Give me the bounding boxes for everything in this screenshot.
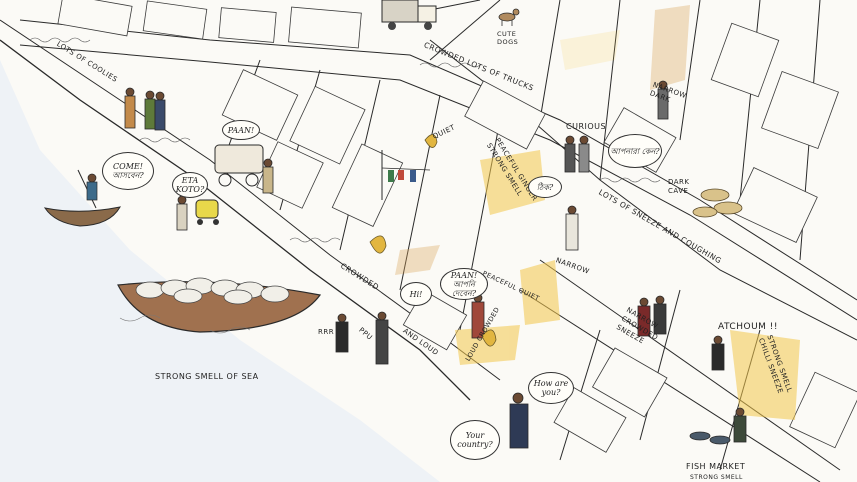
label-atchoum: ATCHOUM !!	[718, 322, 778, 332]
dog-icon	[498, 8, 520, 26]
leaf-icon	[369, 235, 387, 254]
speech-your-country: Your country?	[450, 420, 500, 460]
speech-how-are-you: How are you?	[528, 372, 574, 404]
river-water	[0, 60, 440, 482]
person-icon	[154, 91, 166, 131]
person-icon	[176, 195, 188, 231]
person-icon	[335, 313, 349, 353]
cargo-boat-icon	[117, 277, 322, 334]
laundry-icon	[381, 150, 431, 200]
person-icon	[124, 87, 136, 129]
person-icon	[144, 90, 156, 130]
label-strong-smell-of-sea: STRONG SMELL OF SEA	[155, 372, 259, 381]
building-blocks	[57, 0, 857, 453]
fish-market-icon	[689, 431, 731, 445]
person-icon	[565, 205, 579, 251]
person-icon	[733, 407, 747, 443]
cart-icon	[214, 144, 264, 187]
speech-hi: Hi!	[400, 282, 432, 306]
label-rrr: RRR	[318, 328, 335, 336]
person-icon	[375, 311, 389, 365]
rickshaw-icon	[195, 199, 219, 225]
person-icon	[578, 135, 590, 173]
speech-paan-2: PAAN! আপনি দেবেন?	[440, 268, 488, 300]
leaf-icon	[424, 134, 438, 148]
leaf-icon	[481, 329, 497, 347]
person-icon	[657, 80, 669, 120]
person-icon	[653, 295, 667, 335]
person-icon	[711, 335, 725, 371]
shoreline	[0, 39, 471, 401]
label-fish-market-sub: STRONG SMELL	[690, 474, 743, 481]
speech-bengali-short: ঠিক?	[528, 176, 562, 198]
person-icon	[637, 297, 651, 337]
speech-paan-1: PAAN!	[222, 120, 260, 140]
speech-bengali-curious: আপনারা কেন?	[608, 134, 662, 168]
cobblestone-edge	[29, 37, 661, 243]
label-cute-dogs: CUTE DOGS	[497, 30, 519, 46]
person-icon	[262, 158, 274, 194]
small-boat-icon	[43, 169, 121, 227]
label-dark-cave: DARK CAVE	[668, 178, 690, 195]
speech-come: COME! আসবেন?	[102, 152, 154, 190]
leaf-icons	[369, 134, 497, 347]
basket-icon	[692, 188, 743, 218]
label-curious: CURIOUS	[566, 122, 607, 131]
shadow-patches	[395, 5, 690, 275]
smell-patches	[455, 30, 800, 420]
person-icon	[509, 392, 529, 449]
person-icon	[564, 135, 576, 173]
speech-eta-koto: ETA KOTO?	[172, 172, 208, 198]
people-figures	[124, 80, 747, 449]
truck-icon	[381, 0, 437, 30]
label-fish-market: FISH MARKET	[686, 462, 746, 471]
